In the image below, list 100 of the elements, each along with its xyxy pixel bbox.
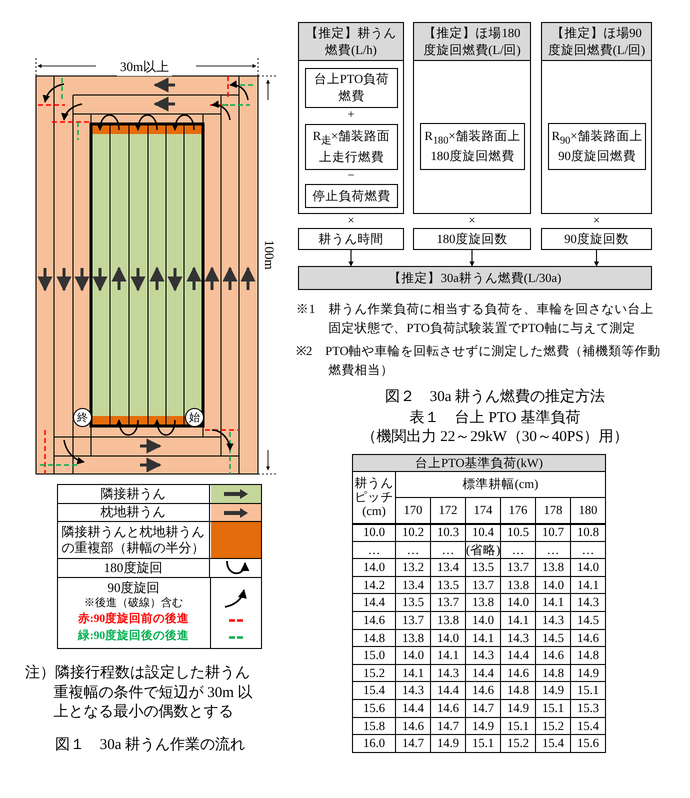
table-value: 14.0 [396,646,430,664]
table-value: 10.5 [500,524,536,542]
table-value: 14.0 [500,594,536,612]
table-value: 14.0 [430,629,466,647]
table-value: 14.9 [500,699,536,718]
table-value: 15.2 [500,734,536,752]
table-value: 14.0 [536,576,570,594]
table-value: 14.1 [466,629,500,647]
table-value: 14.7 [430,717,466,735]
footnote-text: ※2 PTO軸や車輪を回転させずに測定した燃費（補機類等作動燃費相当） [296,343,662,380]
table-value: 10.2 [396,524,430,542]
table-value: 15.1 [466,734,500,752]
table-value: … [570,541,606,559]
table-value: 10.7 [536,524,570,542]
table-value: 15.2 [352,664,396,682]
table-value: 13.5 [396,594,430,612]
table-value: 14.9 [430,734,466,752]
table-value: (省略) [466,541,500,559]
arrow [470,250,474,266]
footnote-text: ※1 耕うん作業負荷に相当する負荷を、車輪を回さない台上固定状態で、PTO負荷試験装置でPTO軸に与えて測定 [296,301,654,338]
table-header: 180 [570,498,606,524]
process-box: R$_{走}$×舗装路面上走行燃費 [305,124,398,170]
table-value: 13.7 [396,611,430,630]
table-value: 10.4 [466,524,500,542]
table-value: 15.6 [352,699,396,718]
table-value: 14.7 [396,734,430,752]
table-value: 14.6 [536,646,570,664]
table-value: 13.8 [396,629,430,647]
legend-label: 緑:90度旋回後の後進 [76,629,190,644]
legend-label: 180度旋回 [57,558,210,578]
table-value: 10.3 [430,524,466,542]
table-value: … [536,541,570,559]
dimension-label: 30m以上 [117,58,172,76]
table-value: 14.1 [500,611,536,630]
result-box: 【推定】30a耕うん燃費(L/30a) [298,266,652,290]
legend-label: ※後進（破線）含む [83,597,184,611]
table-value: 14.3 [500,629,536,647]
table-value: 14.6 [500,664,536,682]
column-box [541,22,652,214]
operator-sign: × [592,213,601,228]
table-value: … [352,541,396,559]
table-value: 14.9 [536,682,570,700]
table-value: 10.0 [352,524,396,542]
table-value: 13.7 [500,558,536,576]
table-value: 13.7 [466,576,500,594]
table-value: 15.1 [570,682,606,700]
table-value: 14.6 [352,611,396,630]
table-value: 13.8 [536,558,570,576]
table-value: 13.4 [430,558,466,576]
table-value: 14.9 [466,717,500,735]
table-value: 14.3 [430,664,466,682]
table-value: 15.6 [570,734,606,752]
table-value: 14.0 [352,558,396,576]
table-value: 14.3 [466,646,500,664]
table-value: 15.4 [536,734,570,752]
table-value: 15.2 [536,717,570,735]
column-box [298,22,404,214]
table-value: 14.0 [466,611,500,630]
column-box [413,22,531,214]
arrow [348,250,354,266]
process-box: 90度旋回数 [541,228,652,250]
figure-caption: 図１ 30a 耕うん作業の流れ [54,735,246,754]
table-value: 14.6 [430,699,466,718]
table-header: 172 [430,498,466,524]
table-header: 170 [396,498,430,524]
table-header: 標準耕幅(cm) [396,472,606,498]
table-value: 13.5 [430,576,466,594]
table-value: 14.6 [396,717,430,735]
table-header: 176 [500,498,536,524]
table-value: 14.1 [536,594,570,612]
table-value: 14.3 [570,594,606,612]
column-header: 【推定】ほ場90度旋回燃費(L/回) [542,23,651,61]
table-value: 14.4 [466,664,500,682]
table-value: … [396,541,430,559]
dimension-label: 100m [262,240,276,270]
table-value: 14.1 [430,646,466,664]
table-value: 10.8 [570,524,606,542]
table-value: 14.8 [352,629,396,647]
figure-caption: 図２ 30a 耕うん燃費の推定方法 [384,387,606,406]
table-subtitle: （機関出力 22～29kW（30～40PS）用） [360,428,630,446]
table-value: 14.3 [536,611,570,630]
table-value: 15.4 [352,682,396,700]
table-value: 14.5 [570,611,606,630]
table-value: 13.8 [430,611,466,630]
table-value: 14.4 [430,682,466,700]
table-title: 表１ 台上 PTO 基準負荷 [408,408,582,427]
table-value: 14.5 [536,629,570,647]
table-header: 台上PTO基準負荷(kW) [352,454,606,472]
process-box: 180度旋回数 [413,228,531,250]
table-value: 14.9 [570,664,606,682]
table-value: 13.5 [466,558,500,576]
table-value: 14.1 [396,664,430,682]
legend-label: 隣接耕うん [57,484,210,504]
table-value: 14.6 [466,682,500,700]
table-value: 16.0 [352,734,396,752]
table-value: 15.0 [352,646,396,664]
process-box: 停止負荷燃費 [305,184,398,208]
table-value: 13.8 [466,594,500,612]
table-value: 15.8 [352,717,396,735]
table-value: 14.4 [352,594,396,612]
